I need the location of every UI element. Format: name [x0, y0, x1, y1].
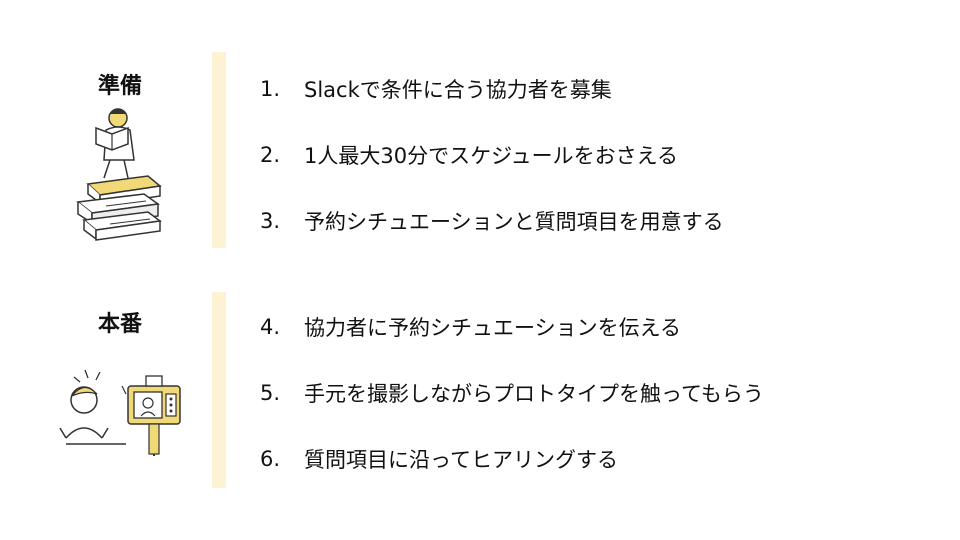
- person-reading-on-books-icon: [76, 108, 162, 241]
- step-number: 6.: [260, 447, 281, 471]
- list-item: 2. 1人最大30分でスケジュールをおさえる: [260, 122, 724, 188]
- step-text: Slackで条件に合う協力者を募集: [304, 78, 612, 102]
- list-item: 3. 予約シチュエーションと質問項目を用意する: [260, 188, 724, 254]
- section-preparation: 準備 1. Slackで条件に合う協力者を募集 2. 1人最大30分でスケジュー…: [0, 52, 960, 248]
- section-main-session: 本番 4. 協力者に予約シチュエーションを伝える 5. 手元を撮影しながらプロト…: [0, 292, 960, 488]
- step-text: 1人最大30分でスケジュールをおさえる: [304, 144, 678, 168]
- accent-bar: [212, 292, 226, 488]
- step-number: 3.: [260, 209, 281, 233]
- step-list: 1. Slackで条件に合う協力者を募集 2. 1人最大30分でスケジュールをお…: [260, 56, 724, 254]
- step-text: 手元を撮影しながらプロトタイプを触ってもらう: [304, 382, 764, 406]
- step-number: 4.: [260, 315, 281, 339]
- list-item: 1. Slackで条件に合う協力者を募集: [260, 56, 724, 122]
- list-item: 6. 質問項目に沿ってヒアリングする: [260, 426, 764, 492]
- step-text: 協力者に予約シチュエーションを伝える: [304, 316, 681, 340]
- step-number: 2.: [260, 143, 281, 167]
- step-text: 質問項目に沿ってヒアリングする: [304, 448, 618, 472]
- section-title-main-session: 本番: [97, 312, 142, 337]
- step-text: 予約シチュエーションと質問項目を用意する: [304, 210, 724, 234]
- step-number: 5.: [260, 381, 281, 405]
- step-list: 4. 協力者に予約シチュエーションを伝える 5. 手元を撮影しながらプロトタイプ…: [260, 294, 764, 492]
- person-filmed-by-camera-icon: [59, 369, 181, 456]
- step-number: 1.: [260, 77, 281, 101]
- section-title-preparation: 準備: [97, 74, 142, 99]
- accent-bar: [212, 52, 226, 248]
- list-item: 4. 協力者に予約シチュエーションを伝える: [260, 294, 764, 360]
- list-item: 5. 手元を撮影しながらプロトタイプを触ってもらう: [260, 360, 764, 426]
